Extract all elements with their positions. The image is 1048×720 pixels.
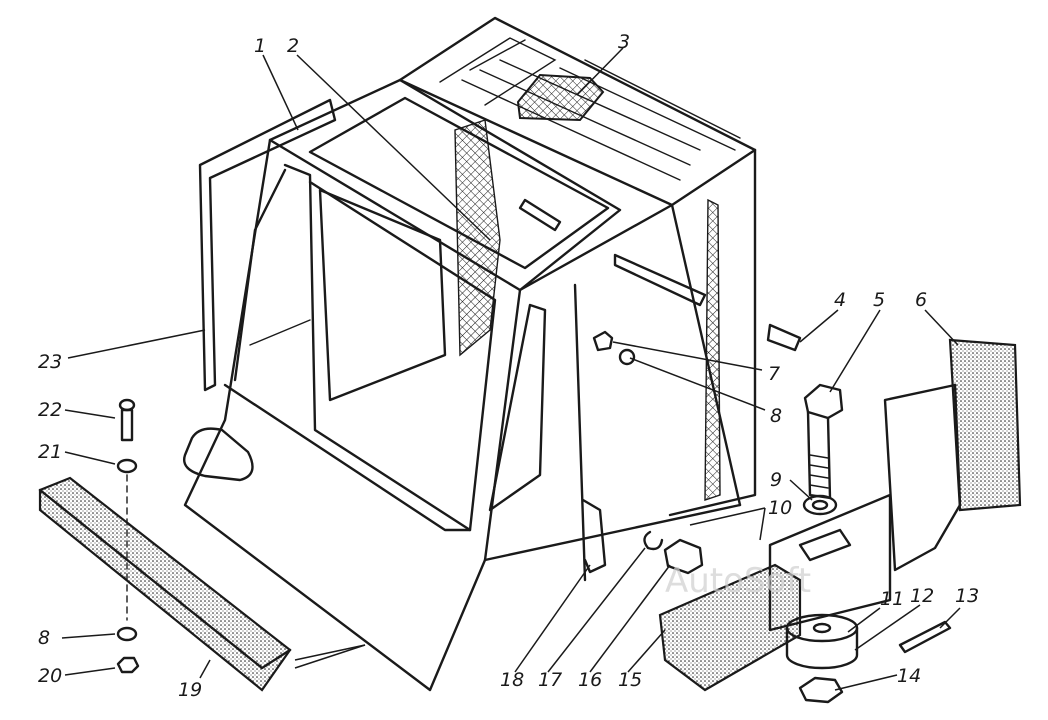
callout-12: 12 (910, 585, 934, 607)
callout-20: 20 (38, 665, 62, 687)
side-bottom (483, 503, 742, 562)
door-bar (249, 319, 311, 346)
pad-6 (948, 338, 1022, 512)
mesh-strip-right (704, 198, 721, 501)
callouts: 1 2 3 4 5 6 7 8 9 10 11 12 13 14 15 16 1… (38, 31, 979, 701)
callout-18: 18 (500, 669, 524, 691)
seal-23 (198, 98, 337, 392)
callout-6: 6 (915, 289, 927, 311)
washer-8-left (116, 626, 138, 642)
callout-14: 14 (897, 665, 921, 687)
callout-13: 13 (955, 585, 979, 607)
callout-3: 3 (618, 31, 630, 53)
callout-16: 16 (578, 669, 602, 691)
bracket-6-body (883, 383, 962, 572)
top-frame-outer (268, 78, 622, 292)
callout-11: 11 (880, 588, 904, 610)
front-panel (183, 138, 522, 692)
washer-8 (618, 348, 636, 366)
bracket-bar (518, 198, 562, 232)
callout-10: 10 (768, 497, 792, 519)
side-top (518, 203, 674, 292)
callout-2: 2 (287, 35, 299, 57)
bolt-head-5 (803, 383, 844, 420)
callout-17: 17 (538, 669, 562, 691)
callout-4: 4 (834, 289, 846, 311)
callout-7: 7 (768, 363, 780, 385)
rear-beam (613, 253, 707, 307)
watermark: AutoSoft (665, 561, 811, 601)
cab-body (183, 16, 802, 692)
door-window (233, 168, 287, 382)
callout-8-lower: 8 (38, 627, 50, 649)
clip-17 (643, 530, 664, 551)
leader-lines (61, 47, 961, 691)
callout-15: 15 (618, 669, 642, 691)
callout-9: 9 (770, 469, 782, 491)
mount-hardware (581, 330, 1022, 704)
bolt-16 (663, 538, 704, 575)
washer-21 (116, 458, 138, 474)
side-door-edge (573, 283, 587, 582)
washer-9 (802, 494, 838, 516)
screw-22 (120, 408, 134, 442)
side-window-small (488, 303, 547, 512)
callout-22: 22 (38, 399, 62, 421)
rear-window (318, 188, 447, 402)
roof-vent-3 (516, 73, 605, 122)
callout-5: 5 (873, 289, 885, 311)
bolt-7 (592, 330, 614, 352)
rear-edge (668, 148, 757, 517)
callout-19: 19 (178, 679, 202, 701)
callout-23: 23 (38, 351, 62, 373)
pad-19 (38, 476, 292, 692)
mesh-strip-left (454, 119, 501, 357)
door-window-bottom (223, 383, 472, 532)
cotter-pin-13 (898, 620, 952, 654)
nut-14 (798, 676, 844, 704)
pad-15 (658, 563, 802, 692)
slot-10 (798, 528, 852, 562)
left-hardware (38, 398, 292, 692)
top-frame-inner (308, 96, 610, 270)
mirror-handle (183, 427, 254, 482)
part-4 (766, 323, 802, 352)
nut-20 (116, 656, 140, 674)
callout-8-upper: 8 (770, 405, 782, 427)
callout-1: 1 (254, 35, 266, 57)
callout-21: 21 (38, 441, 62, 463)
